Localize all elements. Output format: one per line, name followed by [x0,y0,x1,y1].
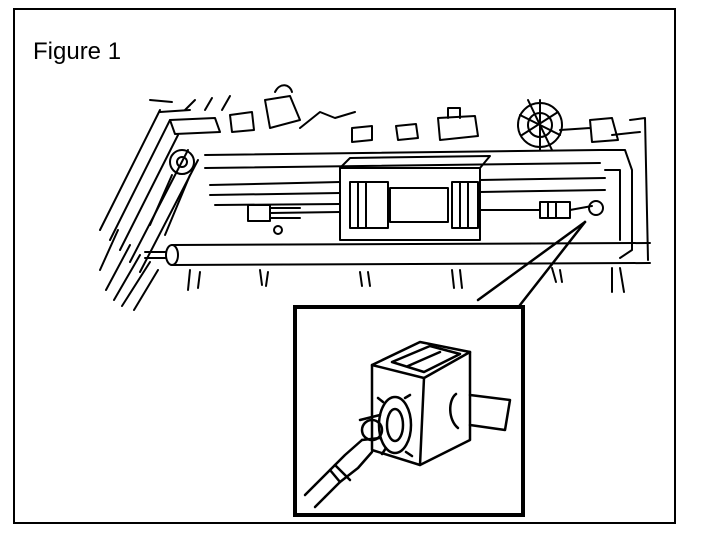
engine-bay-illustration [99,84,651,311]
solenoid-connector-detail [303,340,512,509]
figure-title: Figure 1 [33,38,122,65]
callout-leader [476,220,587,307]
detail-inset [293,305,525,517]
